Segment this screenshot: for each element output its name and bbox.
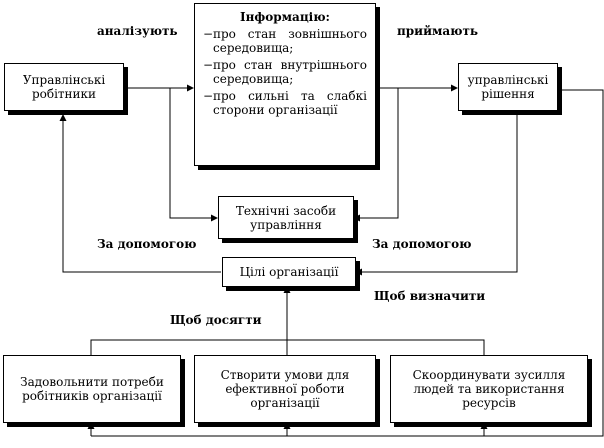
label-analyze: аналізують: [97, 24, 178, 38]
information-item: про стан зовнішнього середовища;: [203, 27, 367, 55]
node-workers-label: Управлінські робітники: [22, 73, 106, 101]
node-tech: Технічні засоби управління: [218, 196, 354, 239]
edge-subgoal-bus: [90, 339, 485, 355]
node-conditions-label: Створити умови для ефективної роботи орг…: [220, 368, 350, 410]
label-to-achieve: Щоб досягти: [170, 313, 262, 327]
label-with-help-left: За допомогою: [97, 237, 197, 251]
edge-workers-to-tech: [169, 88, 218, 222]
node-needs: Задовольнити потреби робітників організа…: [3, 355, 181, 423]
node-workers: Управлінські робітники: [4, 63, 124, 111]
information-item: про стан внутрішнього середовища;: [203, 58, 367, 86]
node-goals-label: Цілі організації: [239, 265, 339, 279]
node-needs-label: Задовольнити потреби робітників організа…: [20, 375, 164, 403]
label-to-define: Щоб визначити: [374, 289, 486, 303]
edge-decisions-to-bus: [91, 89, 604, 437]
node-conditions: Створити умови для ефективної роботи орг…: [194, 355, 376, 423]
edge-decisions-to-goals: [355, 115, 518, 276]
information-title: Інформацію:: [240, 10, 330, 24]
edge-decisions-to-tech: [353, 88, 399, 222]
node-coordinate: Скоординувати зусилля людей та використа…: [390, 355, 588, 423]
label-with-help-right: За допомогою: [372, 237, 472, 251]
node-decisions: управлінські рішення: [458, 63, 558, 111]
node-information: Інформацію: про стан зовнішнього середов…: [194, 3, 376, 166]
node-tech-label: Технічні засоби управління: [235, 203, 337, 232]
node-decisions-label: управлінські рішення: [467, 73, 549, 101]
information-item: про сильні та слабкі сторони організації: [203, 89, 367, 117]
edge-goals-to-workers: [59, 114, 221, 273]
label-accept: приймають: [397, 24, 479, 38]
node-goals: Цілі організації: [222, 257, 356, 287]
information-list: про стан зовнішнього середовища; про ста…: [203, 27, 367, 120]
node-coordinate-label: Скоординувати зусилля людей та використа…: [412, 368, 566, 410]
